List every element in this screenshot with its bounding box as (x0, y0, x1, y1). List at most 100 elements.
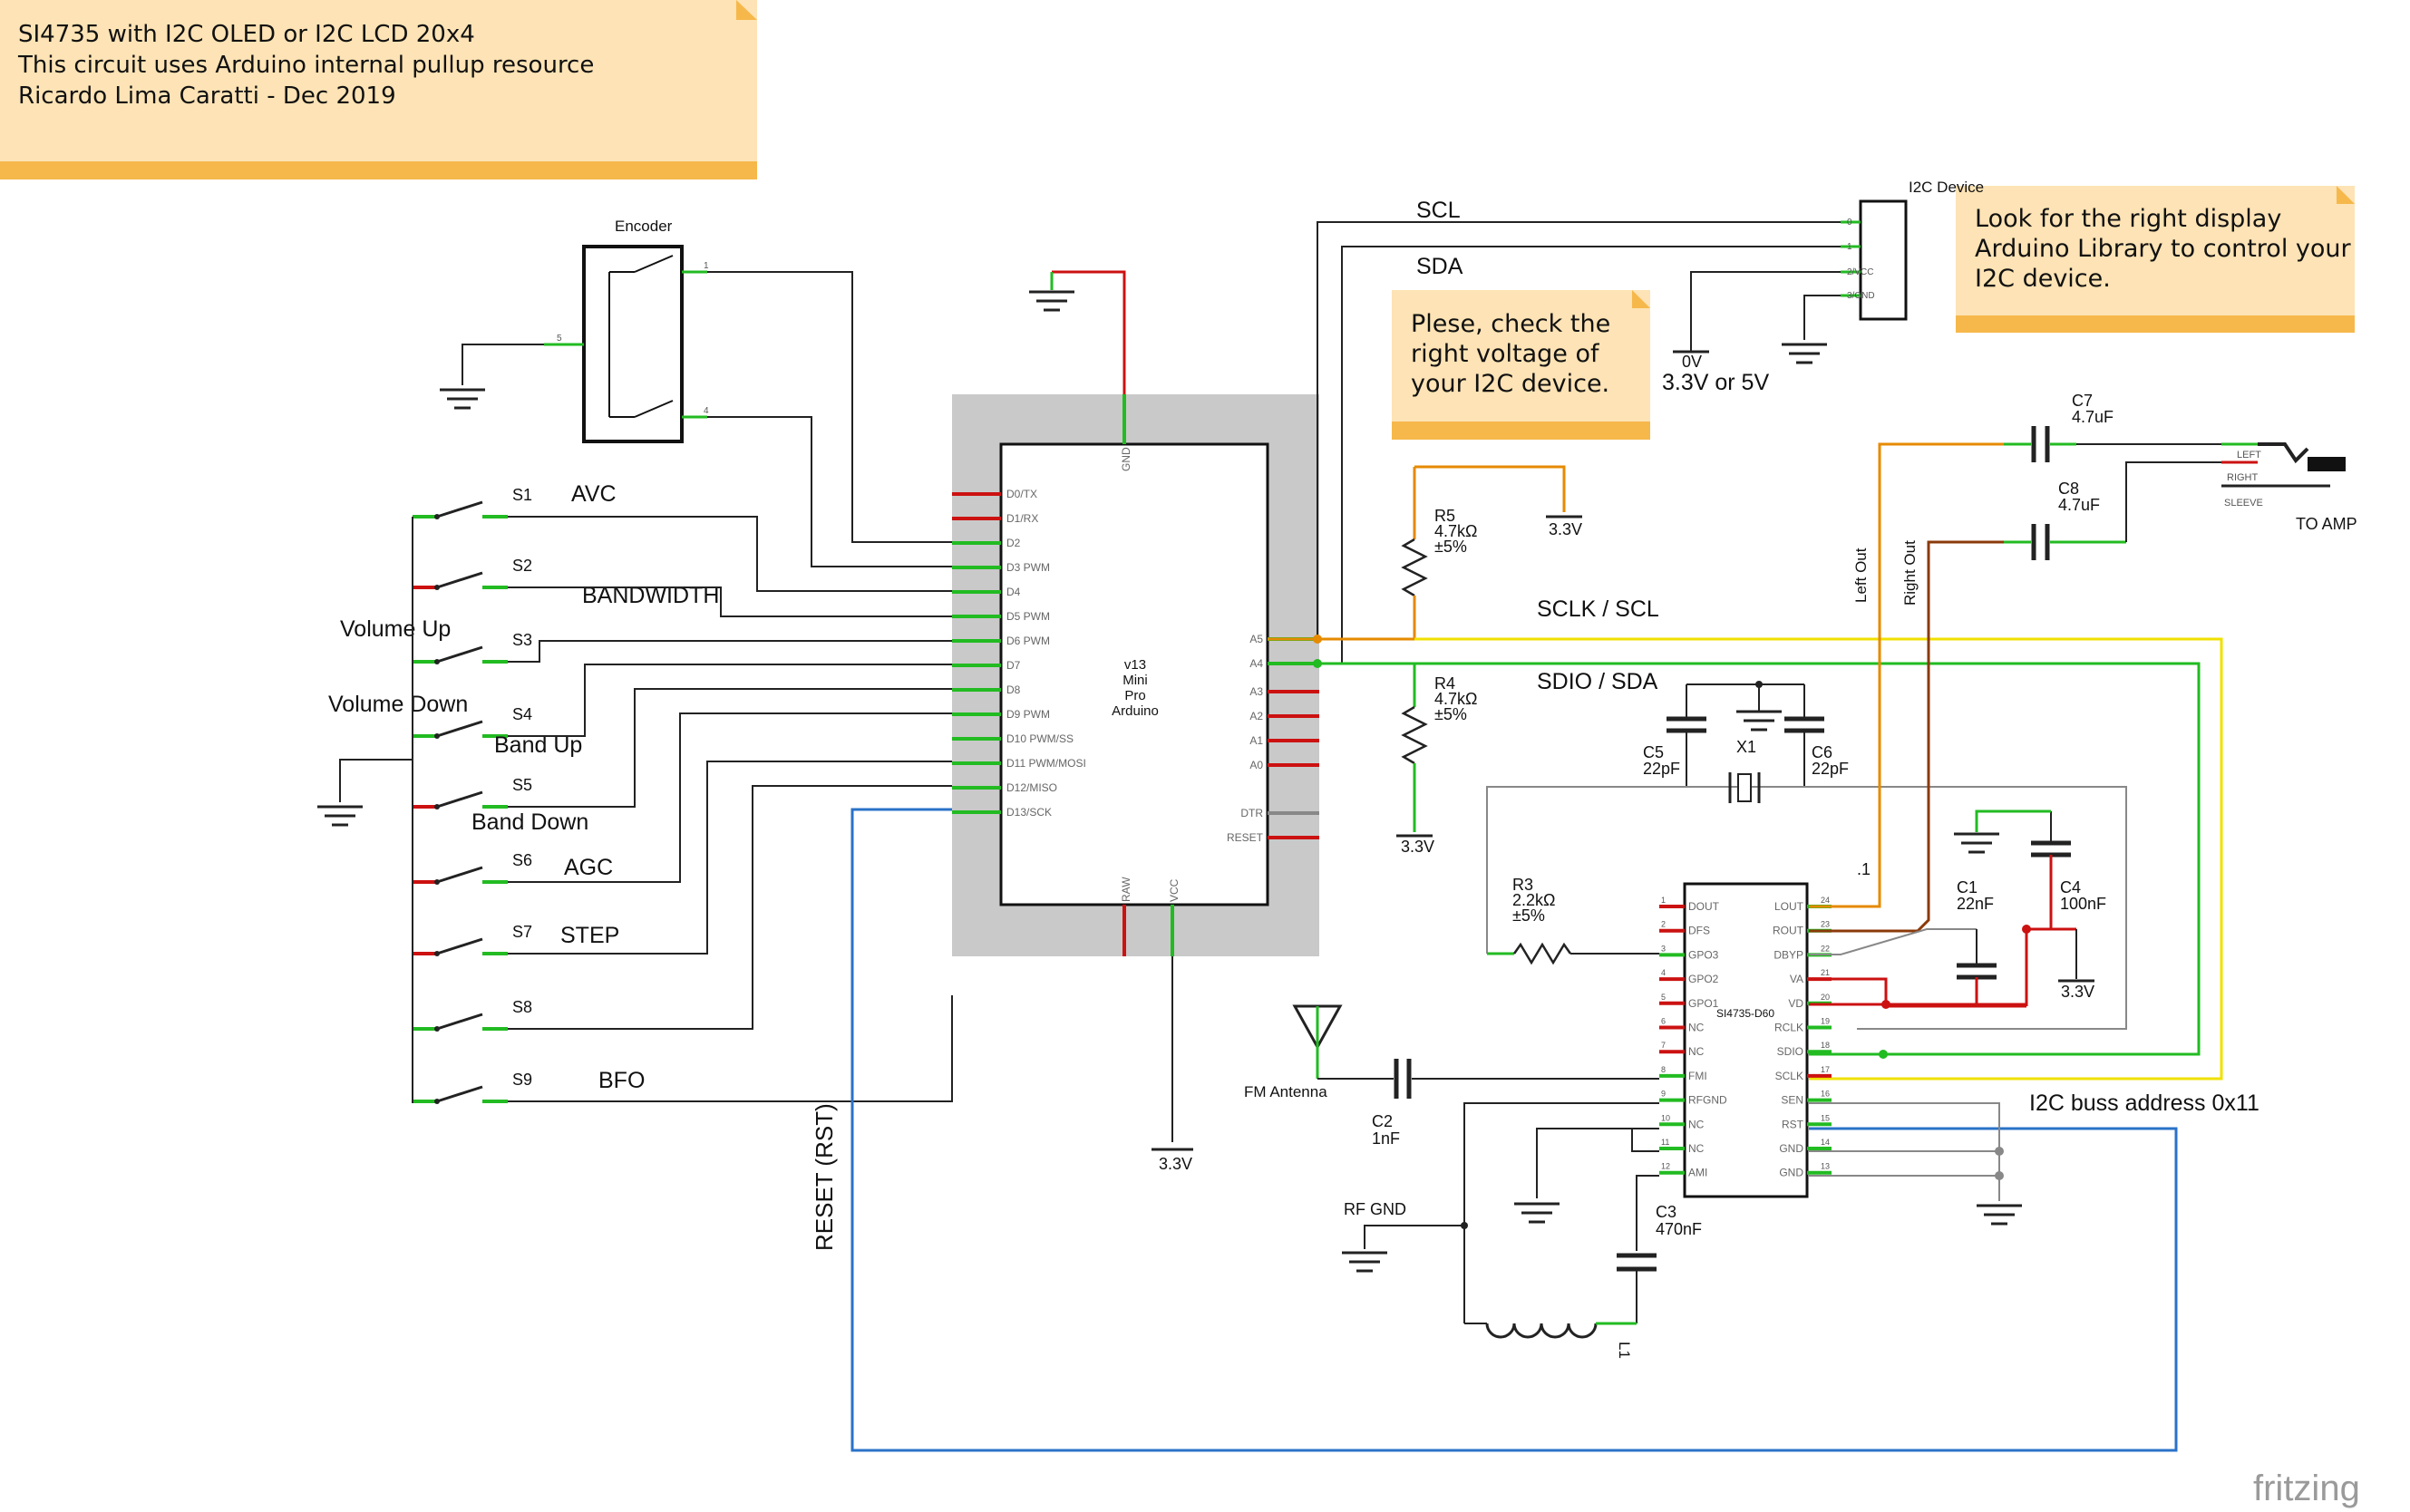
arduino-right-pin-label: A3 (1249, 685, 1263, 698)
ground-symbol (1514, 1202, 1560, 1224)
fm-antenna-label: FM Antenna (1244, 1083, 1327, 1100)
c6-value: 22pF (1812, 760, 1849, 778)
i2c-device-label: I2C Device (1909, 179, 1984, 196)
library-note: Look for the right display Arduino Libra… (1956, 186, 2355, 333)
arduino-vcc-pin: VCC (1168, 878, 1181, 902)
x1-crystal (1728, 772, 1761, 803)
library-note-line-3: I2C device. (1975, 265, 2111, 293)
c2-name: C2 (1372, 1112, 1393, 1130)
switch-name: S3 (512, 631, 532, 649)
si4735-right-pin-label: RST (1782, 1118, 1804, 1130)
switch-contact (436, 1085, 483, 1103)
si4735-right-pin-number: 19 (1821, 1017, 1830, 1026)
si4735-right-pin-label: RCLK (1774, 1022, 1803, 1034)
arduino-right-pin-label: RESET (1227, 831, 1264, 844)
switch-name: S9 (512, 1071, 532, 1089)
si4735-right-pin-label: GND (1779, 1142, 1803, 1155)
fm-antenna (1292, 1004, 1343, 1079)
arduino-left-pin-label: D2 (1006, 537, 1021, 549)
i2c-pin-0: 0 (1847, 218, 1852, 228)
i2c-device: I2C Device 0 1 2/VCC 3/GND (1841, 179, 1984, 321)
si4735-right-pin-number: 15 (1821, 1113, 1830, 1122)
c5-name: C5 (1643, 743, 1664, 761)
switch-function-label: Volume Down (328, 692, 468, 717)
si4735-right-pin-label: GND (1779, 1167, 1803, 1179)
switch-contact (436, 720, 483, 738)
rail-3v3-arduino: 3.3V (1152, 1148, 1193, 1173)
switch-s7[interactable]: S7 AGC (413, 855, 613, 956)
switch-contact (436, 500, 483, 519)
voltage-note-line-1: Plese, check the (1411, 310, 1610, 338)
si4735-right-pin-number: 13 (1821, 1162, 1830, 1171)
ground-symbol (317, 805, 363, 827)
c4-value: 100nF (2060, 895, 2106, 913)
r3-name: R3 (1512, 876, 1533, 894)
arduino-raw-pin: RAW (1120, 877, 1132, 902)
arduino-left-pin-label: D5 PWM (1006, 610, 1050, 623)
si4735-right-pin-number: 18 (1821, 1041, 1830, 1050)
si4735-right-pin-number: 20 (1821, 993, 1830, 1002)
switch-name: S6 (512, 851, 532, 869)
si4735-left-pin-number: 9 (1661, 1090, 1666, 1099)
si4735-left-pin-number: 3 (1661, 944, 1666, 953)
switch-s6[interactable]: S6 Band Down (413, 809, 588, 885)
encoder-pin-c: 5 (557, 334, 562, 344)
r4-value: 4.7kΩ (1434, 690, 1477, 708)
c7-name: C7 (2072, 392, 2093, 410)
i2c-voltage-label: 3.3V or 5V (1662, 370, 1769, 395)
switch-pivot (434, 1026, 440, 1032)
switch-pivot (434, 659, 440, 664)
switch-pivot (434, 804, 440, 809)
si4735-left-pin-number: 5 (1661, 993, 1666, 1002)
rotary-encoder: Encoder 1 4 5 (544, 218, 709, 443)
c7-value: 4.7uF (2072, 408, 2114, 426)
switch-pivot (434, 951, 440, 956)
si4735-left-pin-label: FMI (1688, 1070, 1707, 1082)
jack-left-label: LEFT (2237, 450, 2261, 460)
switch-name: S5 (512, 776, 532, 794)
switch-function-label: BFO (598, 1068, 645, 1093)
switch-s9[interactable]: S9 BFO (413, 1068, 645, 1104)
switch-function-label: STEP (560, 923, 619, 948)
switch-function-label: AGC (564, 855, 613, 880)
arduino-title-1: v13 (1124, 657, 1146, 673)
rf-gnd-label: RF GND (1344, 1200, 1406, 1218)
si4735-right-pin-number: 21 (1821, 968, 1830, 977)
si4735-right-pin-label: SCLK (1775, 1070, 1803, 1082)
r5-resistor (1401, 538, 1428, 597)
si4735-left-pin-number: 7 (1661, 1041, 1666, 1050)
si4735-right-pin-label: VD (1788, 997, 1803, 1010)
r5-tol: ±5% (1434, 538, 1467, 556)
switch-name: S2 (512, 557, 532, 575)
jack-sleeve-label: SLEEVE (2224, 498, 2263, 509)
si4735-left-pin-number: 10 (1661, 1113, 1670, 1122)
ground-symbol (1954, 832, 1999, 854)
ground-symbol (1977, 1204, 2022, 1226)
c8-name: C8 (2058, 480, 2079, 498)
switch-contact (436, 571, 483, 589)
switch-contact (436, 937, 483, 955)
arduino-right-pin-label: A4 (1249, 657, 1263, 670)
switch-function-label: Band Down (471, 809, 588, 835)
c1-3v3-label: 3.3V (2061, 983, 2094, 1001)
switch-name: S7 (512, 923, 532, 941)
si4735-right-pin-number: 17 (1821, 1065, 1830, 1074)
encoder-pin-b: 4 (704, 406, 709, 416)
right-out-label: Right Out (1901, 540, 1919, 606)
si4735-left-pin-label: AMI (1688, 1167, 1707, 1179)
ground-symbol (1342, 1251, 1387, 1273)
arduino-right-pin-label: A2 (1249, 710, 1263, 722)
r3-resistor (1512, 942, 1572, 965)
si4735-right-pin-label: SDIO (1777, 1045, 1803, 1058)
si4735-right-pin-label: SEN (1781, 1094, 1803, 1107)
si4735-left-pin-number: 2 (1661, 920, 1666, 929)
si4735-left-pin-number: 12 (1661, 1162, 1670, 1171)
